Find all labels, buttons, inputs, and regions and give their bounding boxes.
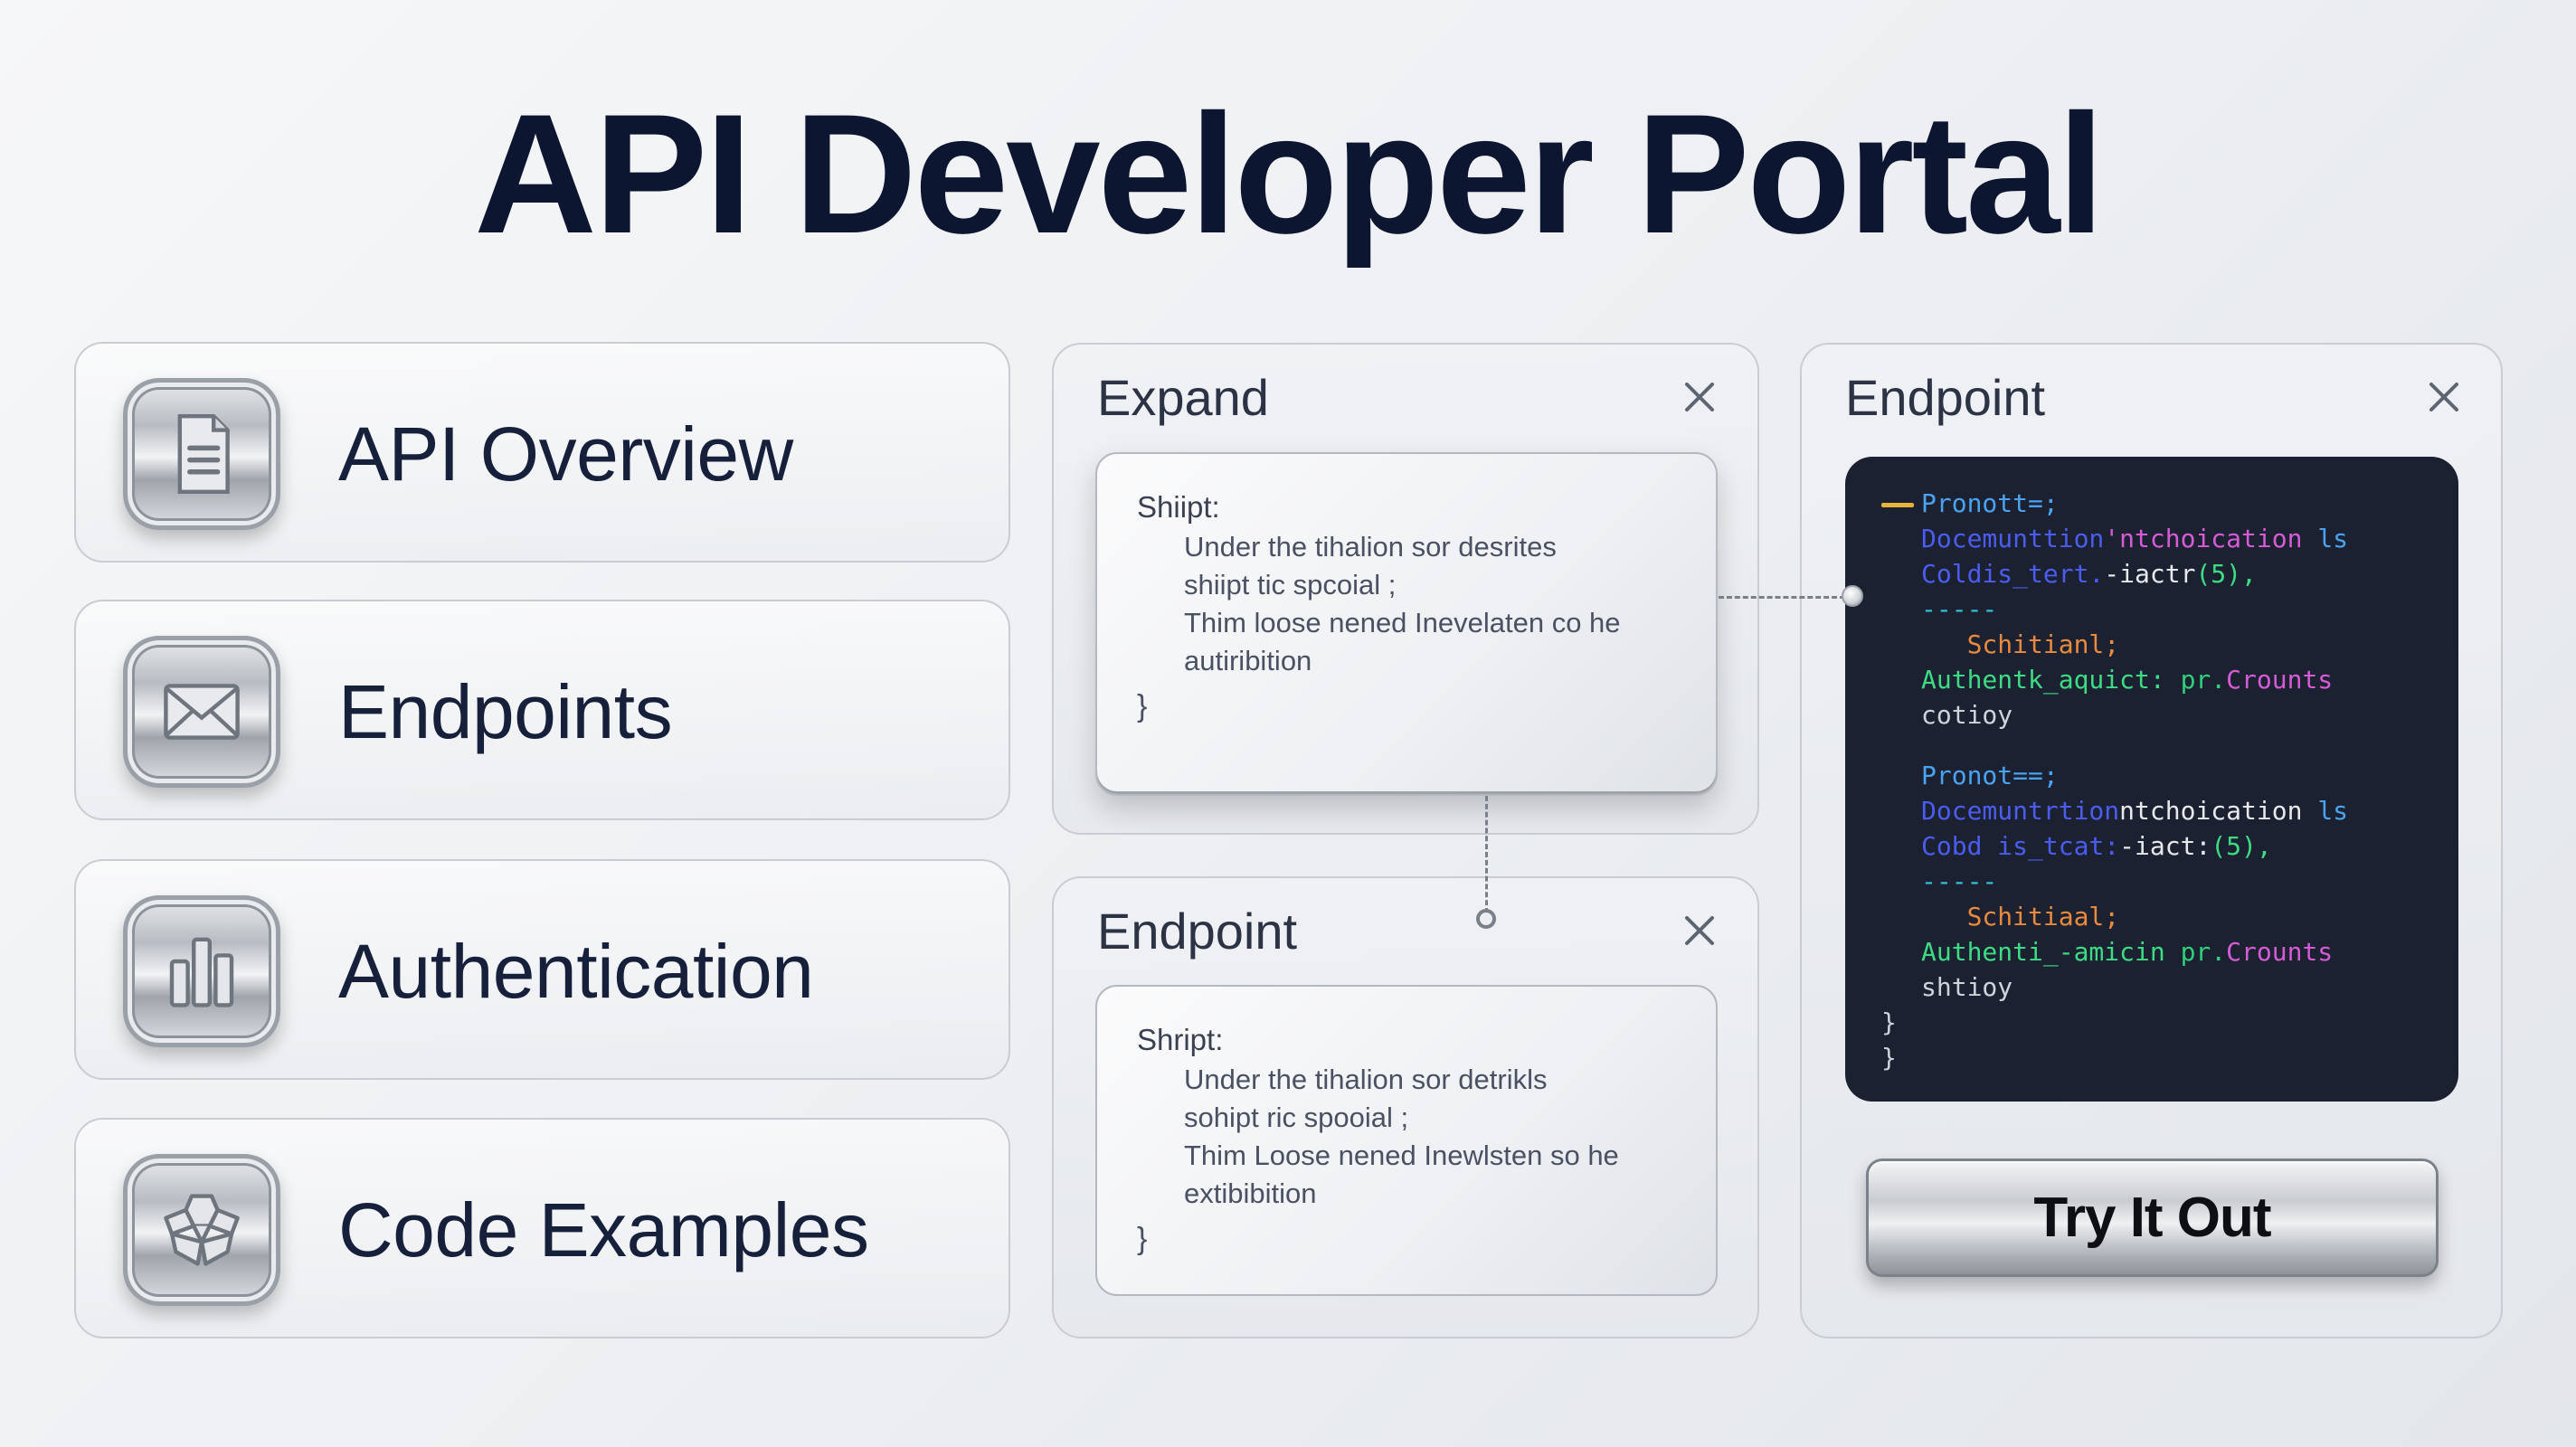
description-line: Under the tihalion sor desrites	[1184, 531, 1557, 563]
code-token: ntchoication	[2119, 796, 2318, 826]
nav-item-code-examples[interactable]: Code Examples	[74, 1118, 1010, 1338]
code-token: Coldis_tert.	[1921, 559, 2105, 589]
connector-line	[1719, 596, 1845, 599]
nav-item-label: Code Examples	[338, 1187, 869, 1272]
nav-item-authentication[interactable]: Authentication	[74, 859, 1010, 1080]
close-icon[interactable]	[2424, 377, 2464, 417]
code-token: cotioy	[1921, 700, 2013, 730]
nav-item-endpoints[interactable]: Endpoints	[74, 600, 1010, 820]
code-token: 'ntchoication	[2104, 524, 2318, 553]
code-token: Cobd is_tcat:	[1921, 831, 2120, 861]
try-it-out-button[interactable]: Try It Out	[1866, 1159, 2439, 1277]
description-line: Thim Loose nened Inewlsten so he	[1184, 1140, 1619, 1171]
description-lead: Shript:	[1137, 1023, 1224, 1056]
connector-line	[1485, 796, 1488, 913]
code-token: Authentk_aquict:	[1921, 665, 2181, 695]
page-title: API Developer Portal	[474, 79, 2105, 269]
code-line: Authenti_-amicin pr.Crounts	[1881, 934, 2458, 969]
code-line: -----	[1881, 864, 2458, 899]
nav-item-label: Authentication	[338, 928, 814, 1014]
endpoint-panel: Endpoint Shript: Under the tihalion sor …	[1052, 876, 1759, 1338]
description-lead: Shiipt:	[1137, 490, 1220, 524]
code-line: Docemunttion'ntchoication ls	[1881, 521, 2458, 556]
connector-node-icon	[1476, 909, 1496, 929]
closing-brace: }	[1137, 1222, 1148, 1256]
code-token: (5),	[2195, 559, 2257, 589]
code-line: Coldis_tert.-iactr(5),	[1881, 556, 2458, 591]
code-line: shtioy	[1881, 969, 2458, 1005]
code-token: -----	[1921, 594, 1998, 624]
code-line: -----	[1881, 591, 2458, 627]
code-token: shtioy	[1921, 972, 2013, 1002]
code-token: Pronott=;	[1921, 488, 2059, 518]
close-icon[interactable]	[1680, 911, 1719, 950]
code-token: Schitianl;	[1921, 629, 2120, 659]
code-line: Schitianl;	[1881, 627, 2458, 662]
code-token: Docemuntrtion	[1921, 796, 2120, 826]
code-line: Pronott=;	[1881, 486, 2458, 521]
panel-title: Expand	[1097, 369, 1269, 426]
code-snippet: Pronott=; Docemunttion'ntchoication ls C…	[1845, 457, 2458, 1102]
close-icon[interactable]	[1680, 377, 1719, 417]
code-token: -----	[1921, 866, 1998, 896]
code-token: Pronot==;	[1921, 761, 2059, 790]
description-line: autiribition	[1184, 645, 1312, 676]
description-line: shiipt tic spcoial ;	[1184, 569, 1397, 601]
code-token: -iact:	[2119, 831, 2211, 861]
envelope-icon	[123, 636, 280, 788]
description-box: Shript: Under the tihalion sor detrikls …	[1095, 985, 1718, 1296]
code-token: Crounts	[2226, 665, 2334, 695]
code-token: }	[1881, 1007, 1897, 1037]
open-box-icon	[123, 1154, 280, 1306]
description-line: Under the tihalion sor detrikls	[1184, 1064, 1548, 1095]
closing-brace: }	[1137, 689, 1148, 724]
code-line: Authentk_aquict: pr.Crounts	[1881, 662, 2458, 697]
connector-node-icon	[1842, 585, 1863, 607]
bar-chart-icon	[123, 895, 280, 1047]
code-token: Docemunttion	[1921, 524, 2105, 553]
code-token: Crounts	[2226, 937, 2334, 967]
description-line: extibibition	[1184, 1177, 1317, 1209]
code-line: cotioy	[1881, 697, 2458, 733]
code-line: }	[1881, 1040, 2458, 1075]
code-line: Docemuntrtionntchoication ls	[1881, 793, 2458, 828]
description-box: Shiipt: Under the tihalion sor desrites …	[1095, 452, 1718, 796]
code-line: Pronot==;	[1881, 758, 2458, 793]
nav-item-label: API Overview	[338, 411, 793, 497]
code-token: (5),	[2211, 831, 2272, 861]
code-line: Schitiaal;	[1881, 899, 2458, 934]
description-line: sohipt ric spooial ;	[1184, 1102, 1409, 1133]
code-token: -iactr	[2104, 559, 2196, 589]
code-token: ls	[2317, 796, 2349, 826]
code-line: }	[1881, 1005, 2458, 1040]
code-token: pr.	[2180, 665, 2227, 695]
panel-title: Endpoint	[1097, 903, 1298, 960]
nav-item-api-overview[interactable]: API Overview	[74, 342, 1010, 563]
code-token: }	[1881, 1043, 1897, 1073]
nav-item-label: Endpoints	[338, 668, 673, 754]
panel-title: Endpoint	[1845, 369, 2046, 426]
description-line: Thim loose nened Inevelaten co he	[1184, 607, 1621, 638]
code-token: pr.	[2180, 937, 2227, 967]
document-icon	[123, 378, 280, 530]
code-token: Schitiaal;	[1921, 902, 2120, 932]
line-marker-icon	[1881, 502, 1914, 507]
code-token: ls	[2317, 524, 2349, 553]
code-line: Cobd is_tcat:-iact:(5),	[1881, 828, 2458, 864]
code-token: Authenti_-amicin	[1921, 937, 2181, 967]
expand-panel: Expand Shiipt: Under the tihalion sor de…	[1052, 343, 1759, 835]
